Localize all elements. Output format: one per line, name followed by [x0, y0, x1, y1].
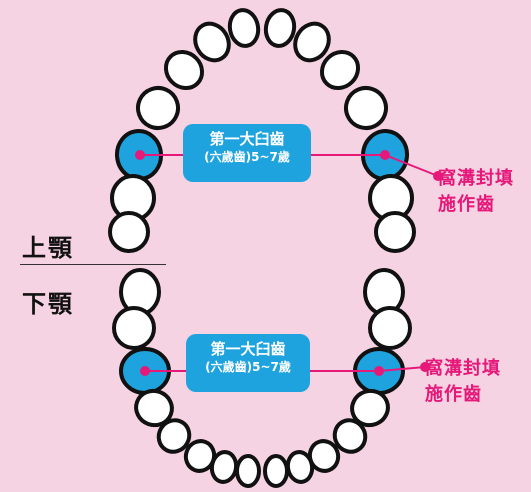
- upper-pointer-end: [433, 171, 443, 181]
- upper-tooth: [293, 21, 331, 63]
- upper-right-marker: [380, 150, 390, 160]
- lower-right-marker: [374, 366, 384, 376]
- upper-arch: [108, 8, 416, 253]
- lower-box-line2: (六歲齒)5~7歲: [205, 359, 291, 374]
- upper-box-line2: (六歲齒)5~7歲: [204, 149, 290, 164]
- upper-sealant-label: 窩溝封填 施作齒: [438, 166, 514, 218]
- lower-box-line1: 第一大臼齒: [210, 340, 286, 358]
- lower-sealant-label: 窩溝封填 施作齒: [425, 356, 501, 408]
- connectors: [135, 150, 443, 376]
- lower-arch: [112, 268, 412, 488]
- upper-jaw-label: 上顎: [22, 234, 74, 262]
- upper-tooth: [193, 21, 231, 63]
- lower-pointer-end: [420, 362, 430, 372]
- lower-tooth: [112, 306, 156, 350]
- upper-tooth: [227, 8, 261, 48]
- lower-sealant-line1: 窩溝封填: [425, 358, 501, 379]
- lower-jaw-label: 下顎: [22, 290, 74, 318]
- upper-tooth: [319, 49, 361, 91]
- lower-tooth: [156, 418, 192, 454]
- upper-tooth: [108, 211, 150, 253]
- upper-tooth: [136, 86, 180, 130]
- lower-pointer-line: [378, 366, 426, 372]
- upper-tooth: [374, 211, 416, 253]
- lower-tooth: [263, 454, 289, 488]
- upper-sealant-line2: 施作齒: [438, 194, 495, 215]
- jaw-divider: [20, 264, 166, 265]
- upper-sealant-line1: 窩溝封填: [438, 168, 514, 189]
- upper-pointer-line: [384, 154, 439, 177]
- upper-molar-label-box: 第一大臼齒 (六歲齒)5~7歲: [183, 124, 311, 182]
- upper-tooth: [163, 49, 205, 91]
- upper-box-line1: 第一大臼齒: [209, 130, 285, 148]
- lower-tooth: [134, 388, 174, 428]
- lower-tooth: [350, 388, 390, 428]
- upper-tooth: [344, 86, 388, 130]
- upper-tooth: [263, 8, 297, 48]
- upper-left-marker: [135, 150, 145, 160]
- lower-sealant-line2: 施作齒: [425, 384, 482, 405]
- lower-tooth: [368, 306, 412, 350]
- lower-left-marker: [140, 366, 150, 376]
- lower-tooth: [235, 454, 261, 488]
- lower-molar-label-box: 第一大臼齒 (六歲齒)5~7歲: [186, 334, 310, 392]
- lower-tooth: [332, 418, 368, 454]
